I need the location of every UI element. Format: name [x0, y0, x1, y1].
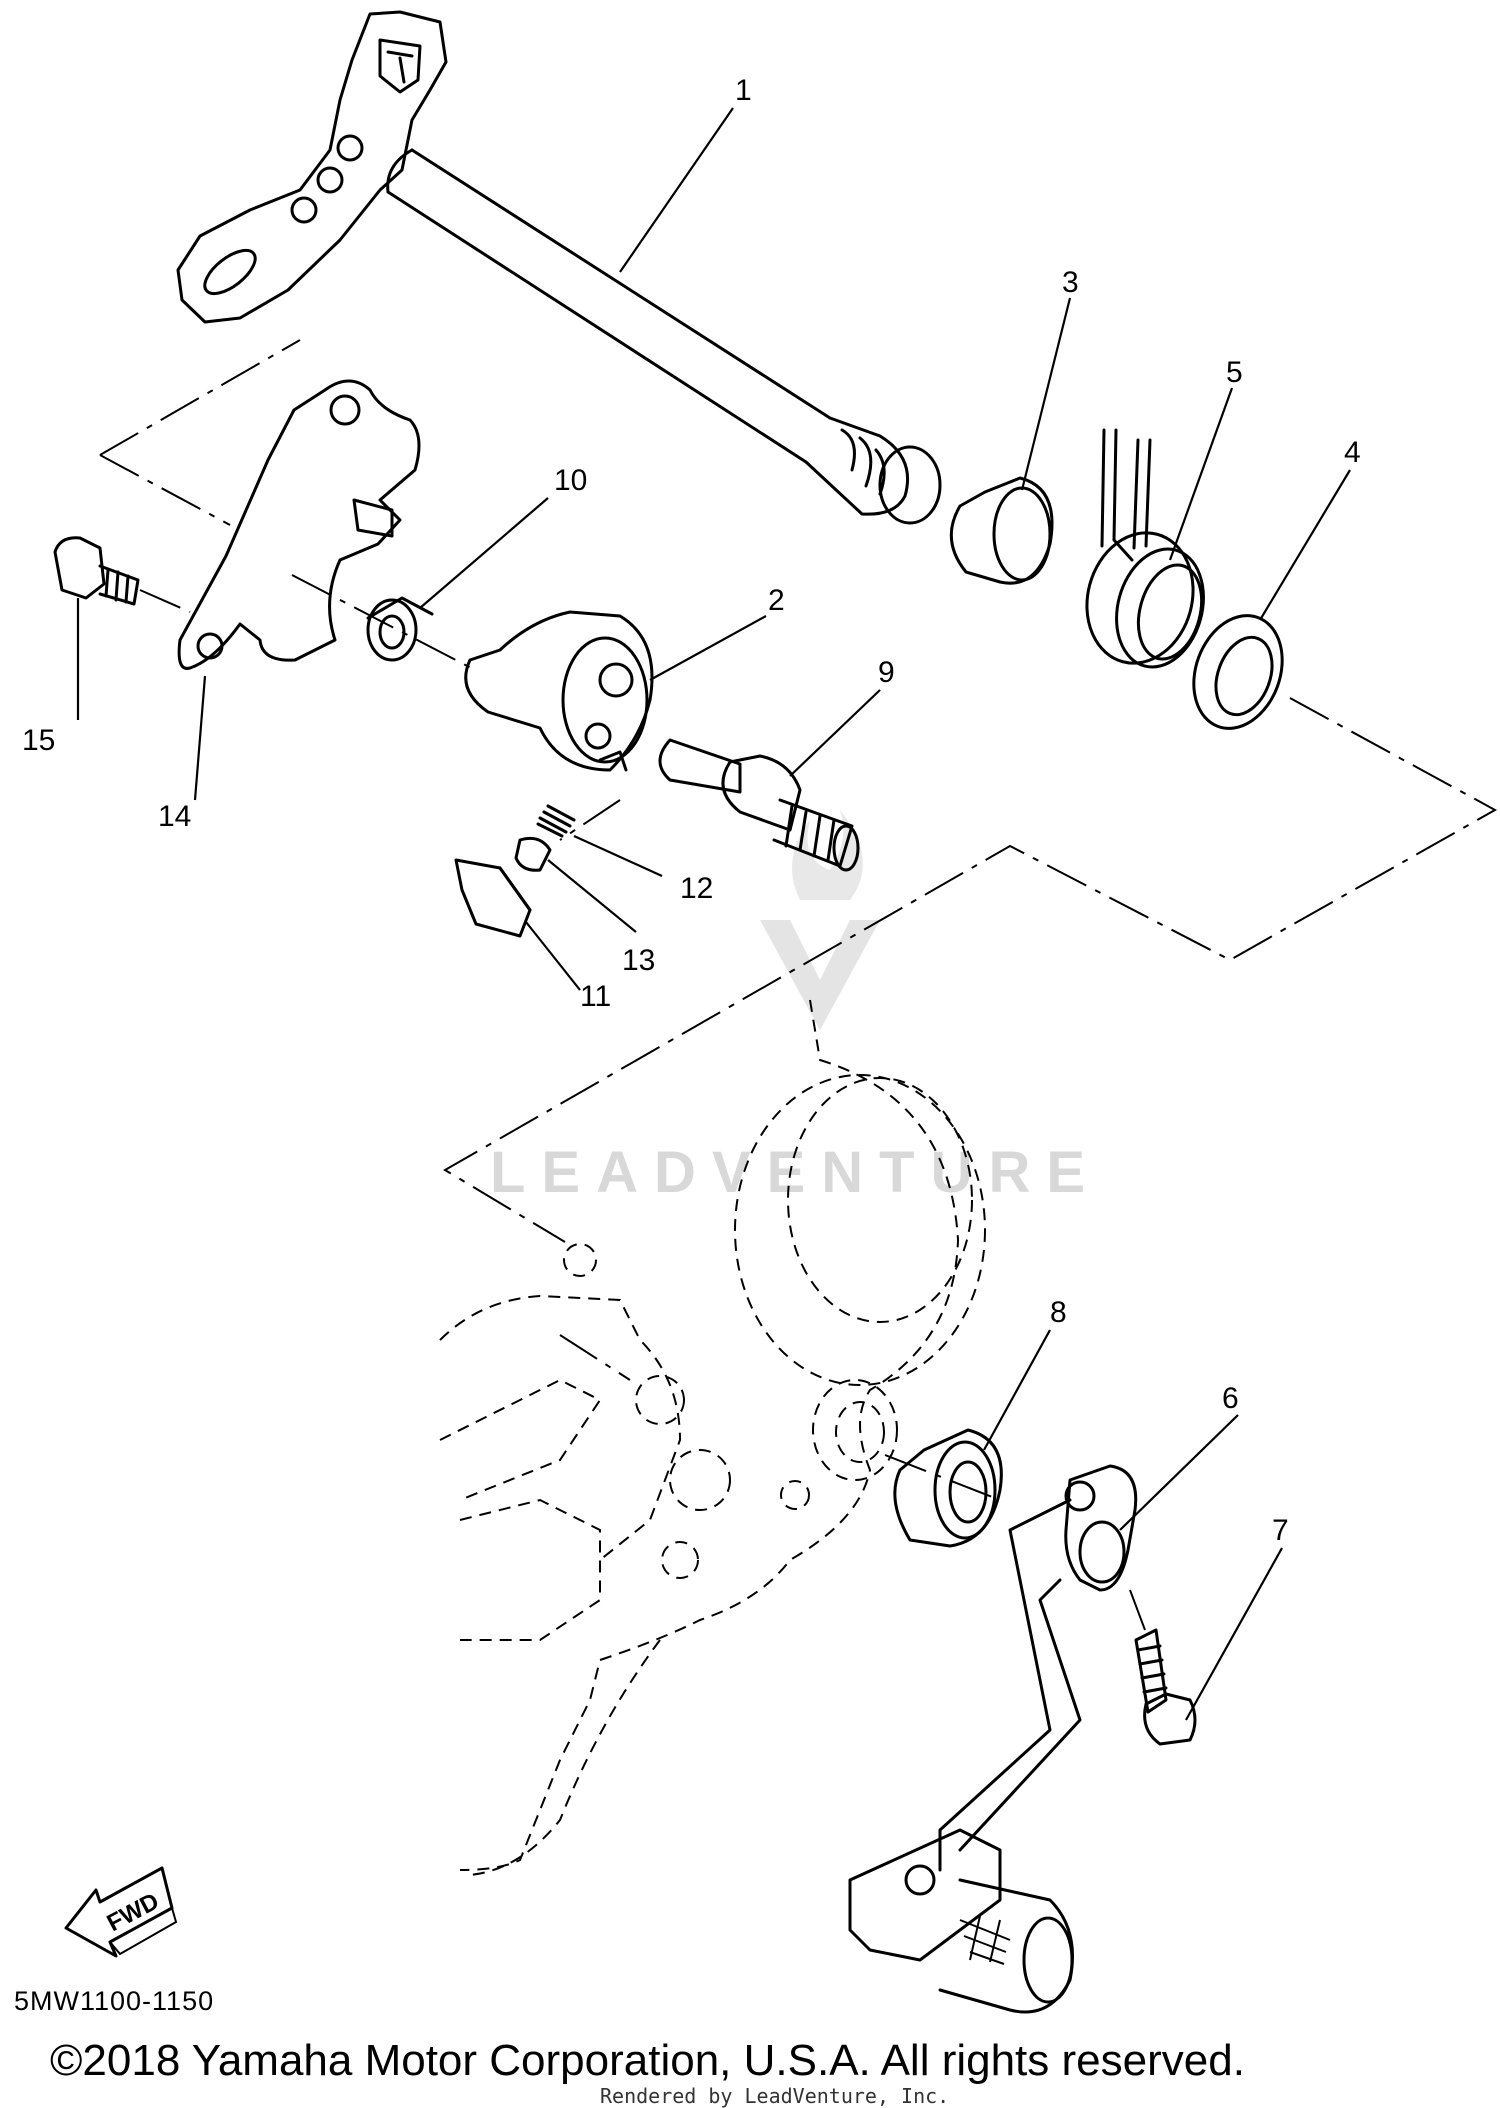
callout-1: 1	[735, 74, 752, 107]
bushing-part	[949, 476, 1054, 585]
callout-11: 11	[580, 980, 611, 1013]
plate-14-part	[177, 379, 421, 670]
callout-3: 3	[1062, 266, 1079, 299]
callout-7: 7	[1272, 1514, 1289, 1547]
bolt-9-part	[658, 738, 860, 872]
bolt-7-part	[1134, 1628, 1197, 1746]
collar-10-part	[366, 596, 434, 662]
callout-5: 5	[1226, 356, 1243, 389]
shift-pedal-part	[848, 1464, 1138, 2014]
callout-14: 14	[158, 800, 191, 833]
callout-4: 4	[1344, 436, 1361, 469]
shift-shaft-part	[176, 10, 942, 525]
callout-8: 8	[1050, 1296, 1067, 1329]
fwd-arrow-icon: FWD	[64, 1866, 178, 1958]
callout-15: 15	[22, 724, 55, 757]
callout-9: 9	[878, 656, 895, 689]
callout-2: 2	[768, 584, 785, 617]
oil-seal-part	[893, 1428, 1003, 1548]
stopper-lever-part	[464, 610, 654, 772]
bolt-15-part	[53, 536, 140, 606]
rendered-by-credit: Rendered by LeadVenture, Inc.	[600, 2084, 950, 2108]
alignment-lines	[99, 339, 1498, 1631]
copyright-notice: ©2018 Yamaha Motor Corporation, U.S.A. A…	[50, 2036, 1245, 2085]
callout-6: 6	[1222, 1382, 1239, 1415]
callout-10: 10	[554, 464, 587, 497]
callout-13: 13	[622, 944, 655, 977]
spring-part	[1085, 428, 1205, 669]
callout-12: 12	[680, 872, 713, 905]
small-parts	[454, 804, 576, 938]
engine-case-outline	[439, 999, 986, 1876]
leader-lines	[76, 107, 1351, 1721]
diagram-code: 5MW1100-1150	[14, 1986, 215, 2016]
callout-labels: 1 2 3 4 5 6 7 8 9 10 11 12 13 14 15	[22, 74, 1361, 1547]
washer-part	[1192, 614, 1284, 730]
